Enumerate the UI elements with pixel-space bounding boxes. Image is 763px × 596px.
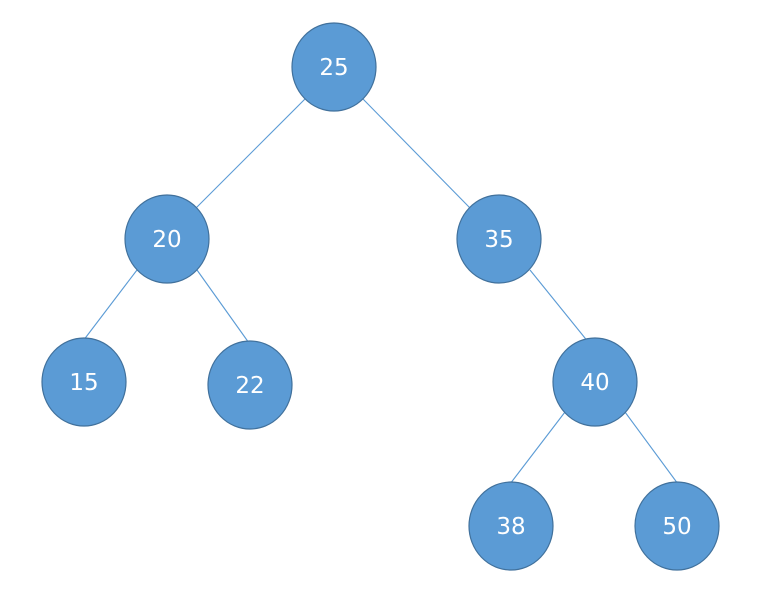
- node-circle: [291, 22, 377, 112]
- node-circle: [456, 194, 542, 284]
- tree-node-50: 50: [634, 481, 720, 571]
- node-circle: [207, 340, 293, 430]
- node-label: 40: [580, 370, 609, 396]
- node-circle: [41, 337, 127, 427]
- edge-20-22: [196, 269, 250, 344]
- edge-40-38: [509, 411, 566, 485]
- edge-35-40: [529, 269, 590, 344]
- edge-40-50: [624, 411, 679, 485]
- node-label: 20: [152, 227, 181, 253]
- tree-node-15: 15: [41, 337, 127, 427]
- node-circle: [634, 481, 720, 571]
- edge-25-20: [195, 98, 306, 209]
- node-circle: [552, 337, 638, 427]
- node-circle: [468, 481, 554, 571]
- tree-edges: [82, 98, 679, 485]
- tree-node-22: 22: [207, 340, 293, 430]
- node-circle: [124, 194, 210, 284]
- node-label: 22: [235, 373, 264, 399]
- node-label: 35: [484, 227, 513, 253]
- node-label: 15: [69, 370, 98, 396]
- tree-node-25: 25: [291, 22, 377, 112]
- tree-node-40: 40: [552, 337, 638, 427]
- edge-25-35: [362, 98, 471, 209]
- tree-node-35: 35: [456, 194, 542, 284]
- node-label: 50: [662, 514, 691, 540]
- node-label: 38: [496, 514, 525, 540]
- node-label: 25: [319, 55, 348, 81]
- tree-node-38: 38: [468, 481, 554, 571]
- edge-20-15: [82, 269, 138, 342]
- tree-node-20: 20: [124, 194, 210, 284]
